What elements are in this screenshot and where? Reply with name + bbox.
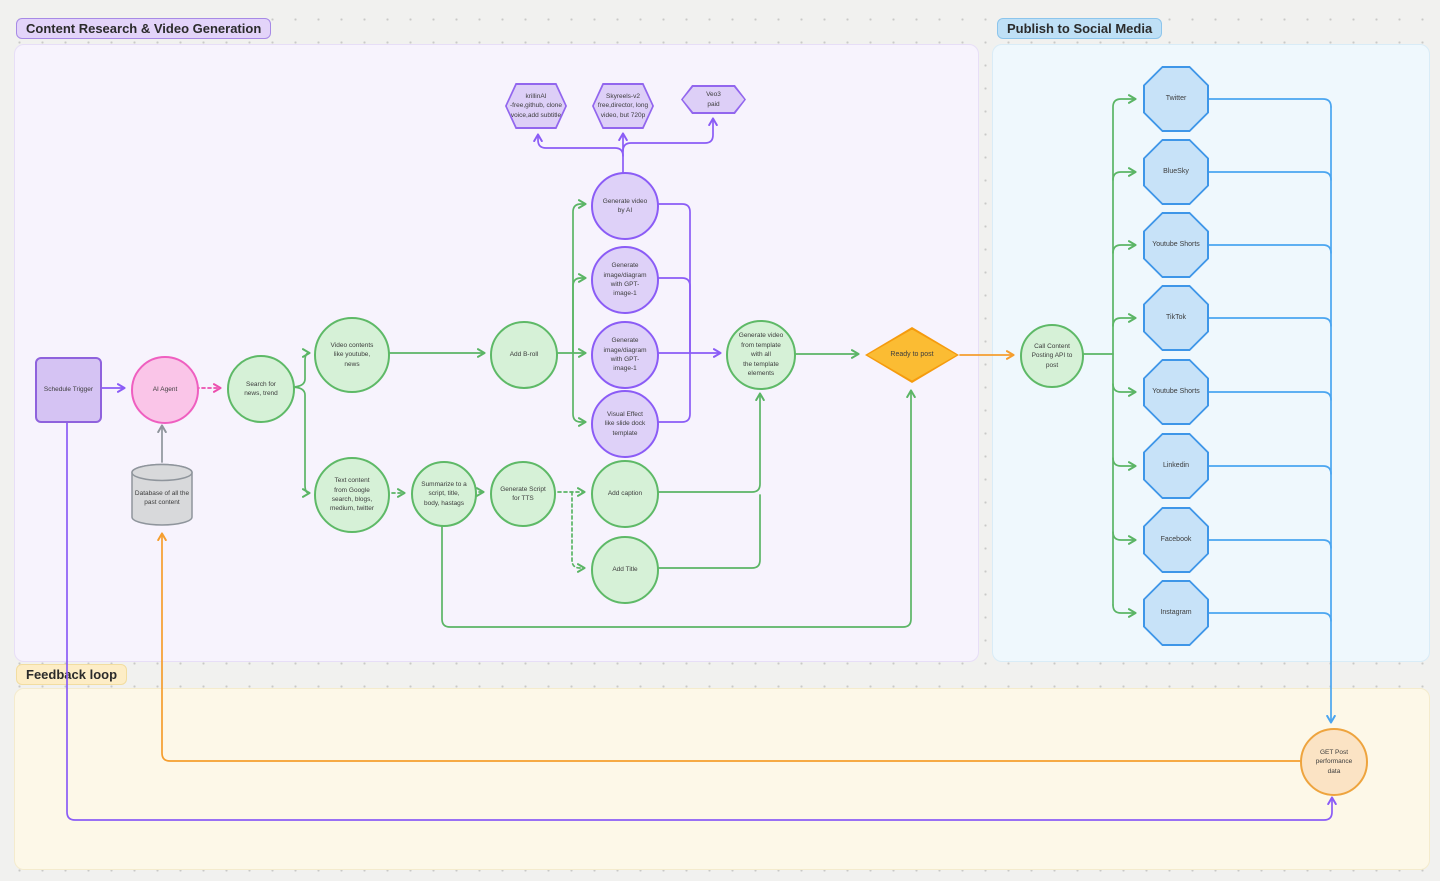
platform-twitter[interactable]: Twitter <box>1143 66 1209 132</box>
node-generate-video-template[interactable]: Generate video from template with all th… <box>726 320 796 390</box>
node-generate-script-tts[interactable]: Generate Script for TTS <box>490 461 556 527</box>
node-hex-krillinai[interactable]: krillinAI -free,github, clone voice,add … <box>505 83 567 129</box>
node-generate-image-1[interactable]: Generate image/diagram with GPT- image-1 <box>591 246 659 314</box>
node-generate-video-ai[interactable]: Generate video by AI <box>591 172 659 240</box>
node-generate-image-2[interactable]: Generate image/diagram with GPT- image-1 <box>591 321 659 389</box>
node-get-post-performance[interactable]: GET Post performance data <box>1300 728 1368 796</box>
node-text-content[interactable]: Text content from Google search, blogs, … <box>314 457 390 533</box>
node-search-news-trend[interactable]: Search for news, trend <box>227 355 295 423</box>
node-video-contents[interactable]: Video contents like youtube, news <box>314 317 390 393</box>
node-database-label[interactable]: Database of all the past content <box>134 489 190 506</box>
node-add-title[interactable]: Add Title <box>591 536 659 604</box>
node-visual-effect[interactable]: Visual Effect like slide dock template <box>591 390 659 458</box>
node-summarize-script[interactable]: Summarize to a script, title, body, hast… <box>411 461 477 527</box>
node-hex-veo3[interactable]: Veo3 paid <box>681 85 746 114</box>
platform-instagram[interactable]: Instagram <box>1143 580 1209 646</box>
platform-youtube-shorts-1[interactable]: Youtube Shorts <box>1143 212 1209 278</box>
platform-bluesky[interactable]: BlueSky <box>1143 139 1209 205</box>
platform-facebook[interactable]: Facebook <box>1143 507 1209 573</box>
platform-linkedin[interactable]: Linkedin <box>1143 433 1209 499</box>
node-schedule-trigger[interactable]: Schedule Trigger <box>35 357 102 423</box>
platform-youtube-shorts-2[interactable]: Youtube Shorts <box>1143 359 1209 425</box>
badge-publish-social[interactable]: Publish to Social Media <box>997 18 1163 39</box>
node-call-posting-api[interactable]: Call Content Posting API to post <box>1020 324 1084 388</box>
node-add-broll[interactable]: Add B-roll <box>490 321 558 389</box>
node-ai-agent[interactable]: AI Agent <box>131 356 199 424</box>
badge-feedback-loop[interactable]: Feedback loop <box>16 664 128 685</box>
node-add-caption[interactable]: Add caption <box>591 460 659 528</box>
node-hex-skyreels[interactable]: Skyreels-v2 free,director, long video, b… <box>592 83 654 129</box>
badge-content-research[interactable]: Content Research & Video Generation <box>16 18 272 39</box>
platform-tiktok[interactable]: TikTok <box>1143 285 1209 351</box>
frame-feedback-loop[interactable] <box>14 688 1430 870</box>
